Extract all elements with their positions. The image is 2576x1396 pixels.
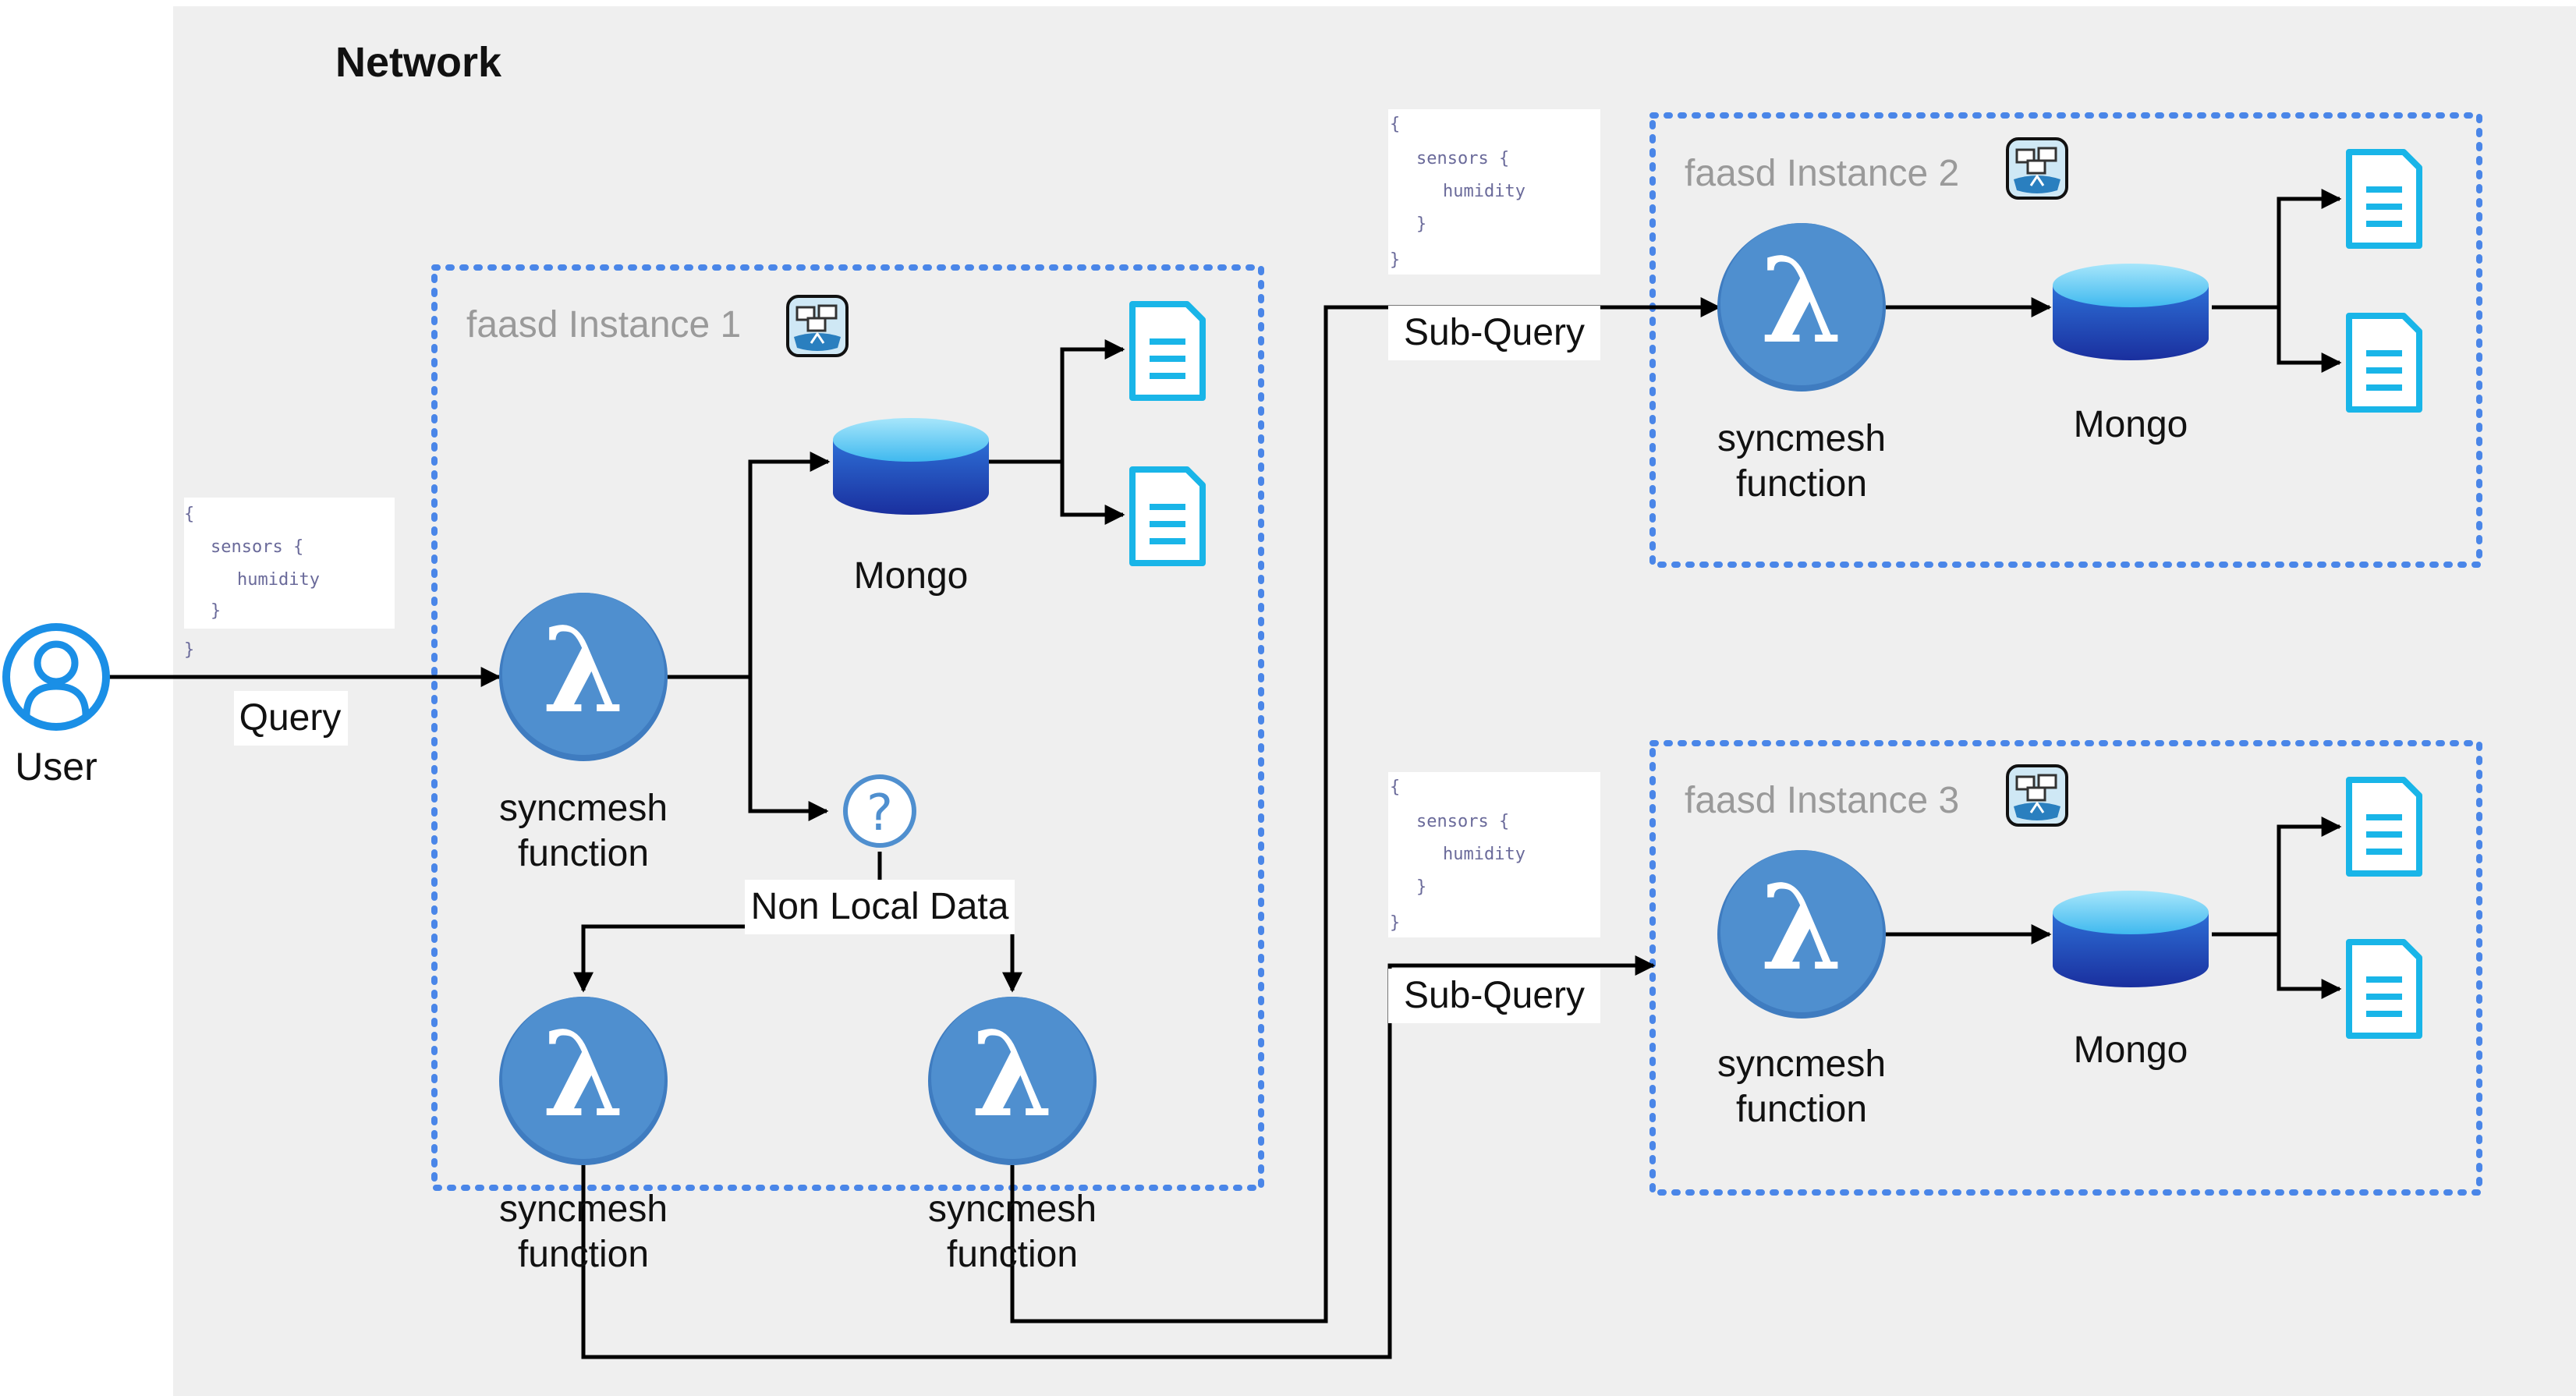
svg-text:humidity: humidity <box>1443 845 1525 864</box>
svg-text:{: { <box>184 505 194 524</box>
function-label: syncmesh <box>1717 418 1886 459</box>
lambda-function-icon[interactable] <box>499 593 668 761</box>
lambda-function-icon[interactable] <box>499 997 668 1165</box>
svg-text:}: } <box>1416 877 1426 897</box>
svg-text:sensors {: sensors { <box>1416 812 1509 831</box>
subquery-3-edge <box>581 955 1656 1359</box>
non-local-label-box <box>745 880 1015 934</box>
svg-text:}: } <box>1390 250 1400 270</box>
svg-text:}: } <box>1416 214 1426 234</box>
mongo-to-docs-edge <box>2277 307 2342 373</box>
svg-text:}: } <box>1390 913 1400 933</box>
question-icon: ? <box>843 774 916 848</box>
faasd-instance-1-container <box>431 264 1264 1191</box>
user-label: User <box>15 745 97 788</box>
mongo-to-docs-edge <box>2212 189 2342 310</box>
lambda-function-icon[interactable] <box>1717 223 1886 392</box>
mongo-to-docs-edge <box>2277 934 2342 999</box>
mongo-to-docs-edge <box>2212 817 2342 937</box>
faasd-whale-icon <box>786 295 849 357</box>
query-label: Query <box>239 697 342 739</box>
faasd-whale-icon <box>2006 764 2068 827</box>
instance-3-title: faasd Instance 3 <box>1685 780 1959 821</box>
mongo-to-docs-edge <box>989 339 1125 464</box>
query-code-box <box>184 498 395 629</box>
mongo-to-docs-edge <box>1060 462 1125 525</box>
function-label: function <box>947 1234 1078 1275</box>
subquery-2-label-box <box>1388 306 1600 360</box>
subquery-2-code-snippet: { sensors { humidity } } <box>1390 115 1525 270</box>
svg-text:{: { <box>1390 115 1400 134</box>
user-icon <box>2 623 110 731</box>
function-to-mongo-edge <box>664 452 831 679</box>
mongo-database-icon[interactable] <box>2053 264 2209 360</box>
mongo-label: Mongo <box>2074 404 2188 445</box>
function-label: syncmesh <box>499 788 668 829</box>
lambda-function-icon[interactable] <box>1717 850 1886 1019</box>
document-icon[interactable] <box>2349 942 2419 1036</box>
function-label: function <box>518 833 649 874</box>
lambda-function-icon[interactable] <box>928 997 1097 1165</box>
svg-text:}: } <box>211 601 221 621</box>
function-label: function <box>1736 1089 1867 1130</box>
query-label-box <box>234 691 348 746</box>
subquery-3-code-box <box>1388 772 1600 937</box>
svg-text:?: ? <box>866 785 893 842</box>
subquery-3-label-box <box>1388 969 1600 1023</box>
svg-text:humidity: humidity <box>1443 182 1525 201</box>
subquery-2-code-box <box>1388 109 1600 275</box>
svg-text:humidity: humidity <box>237 570 320 590</box>
nonlocal-to-sub-function-a-edge <box>573 924 745 993</box>
function-label: syncmesh <box>499 1189 668 1230</box>
subquery-label: Sub-Query <box>1404 312 1585 353</box>
subquery-3-code-snippet: { sensors { humidity } } <box>1390 778 1525 933</box>
query-code-snippet: { sensors { humidity } } <box>184 505 320 660</box>
network-title: Network <box>335 39 502 86</box>
document-icon[interactable] <box>2349 152 2419 246</box>
document-icon[interactable] <box>1132 469 1203 563</box>
svg-text:}: } <box>184 640 194 660</box>
function-label: syncmesh <box>1717 1043 1886 1085</box>
mongo-database-icon[interactable] <box>833 418 989 515</box>
function-label: function <box>518 1234 649 1275</box>
mongo-database-icon[interactable] <box>2053 891 2209 987</box>
faasd-whale-icon <box>2006 137 2068 200</box>
document-icon[interactable] <box>2349 780 2419 873</box>
svg-text:sensors {: sensors { <box>1416 149 1509 168</box>
document-icon[interactable] <box>2349 316 2419 409</box>
function-label: function <box>1736 463 1867 505</box>
mongo-label: Mongo <box>2074 1029 2188 1071</box>
mongo-label: Mongo <box>854 555 969 597</box>
faasd-instance-2-container <box>1649 112 2482 568</box>
function-to-nonlocal-edge <box>748 677 829 821</box>
non-local-data-label: Non Local Data <box>751 886 1009 927</box>
subquery-label: Sub-Query <box>1404 975 1585 1016</box>
svg-text:sensors {: sensors { <box>211 537 303 557</box>
instance-1-title: faasd Instance 1 <box>466 304 741 345</box>
instance-2-title: faasd Instance 2 <box>1685 153 1959 194</box>
svg-text:{: { <box>1390 778 1400 797</box>
function-label: syncmesh <box>928 1189 1097 1230</box>
document-icon[interactable] <box>1132 304 1203 398</box>
